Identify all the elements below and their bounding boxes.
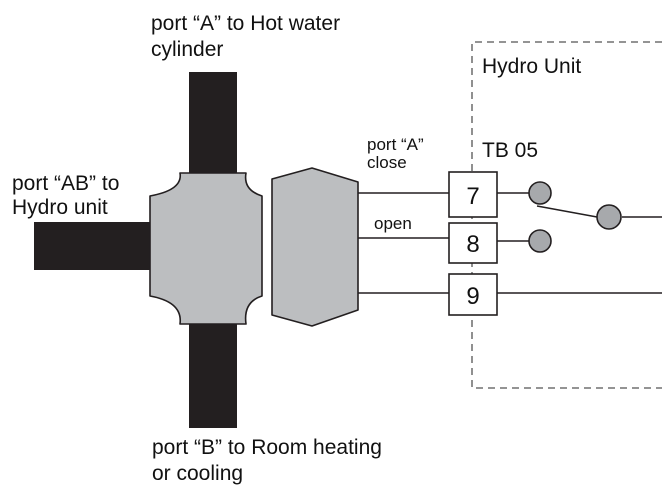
valve-actuator: [271, 167, 359, 327]
valve-body: [149, 172, 263, 325]
terminal-8-label: 8: [466, 231, 479, 258]
relay-switch-arm: [536, 205, 598, 218]
port-a-label-line1: port “A” to Hot water: [151, 12, 340, 35]
port-b-label-line2: or cooling: [152, 462, 243, 485]
hydro-unit-boundary: [471, 41, 662, 389]
terminal-7-label: 7: [466, 183, 479, 210]
port-ab-label-line1: port “AB” to: [12, 172, 119, 195]
contact-t7: [528, 181, 552, 205]
contact-common: [596, 204, 622, 230]
port-a-close-label-line2: close: [367, 153, 407, 172]
contact-t8: [528, 229, 552, 253]
port-a-close-label-line1: port “A”: [367, 135, 424, 154]
port-a-label-line2: cylinder: [151, 38, 223, 61]
terminal-8-box: [448, 222, 498, 264]
hydro-unit-label: Hydro Unit: [482, 55, 581, 78]
port-ab-label-line2: Hydro unit: [12, 196, 108, 219]
open-label: open: [374, 214, 412, 233]
terminal-9-label: 9: [466, 283, 479, 310]
terminal-7-box: [448, 171, 498, 218]
terminal-block-label: TB 05: [482, 139, 538, 162]
terminal-9-box: [448, 273, 498, 316]
port-b-label-line1: port “B” to Room heating: [152, 436, 382, 459]
